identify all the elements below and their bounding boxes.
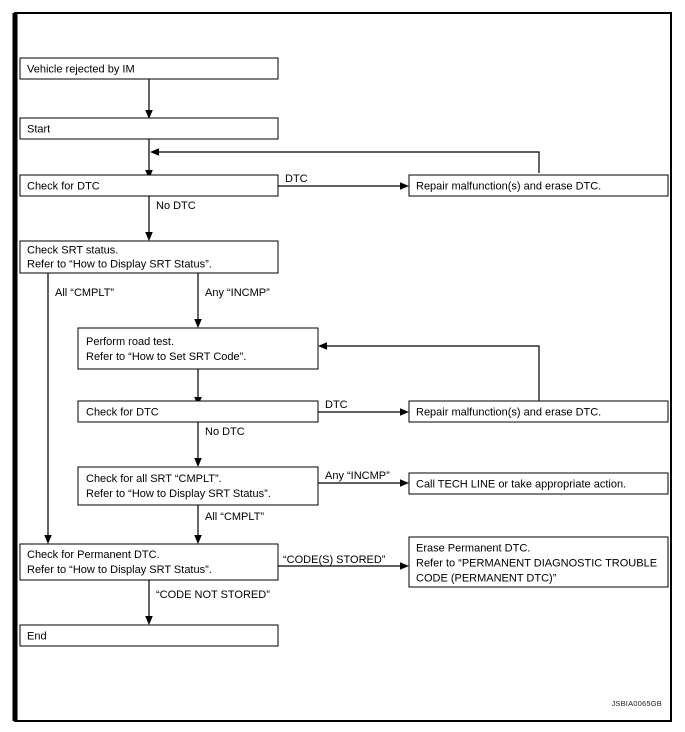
node-repair-2-line1: Repair malfunction(s) and erase DTC.	[416, 406, 601, 418]
edge-label-any-incmp-2: Any “INCMP”	[325, 470, 390, 482]
node-erase-permanent-dtc-line3: CODE (PERMANENT DTC)”	[416, 572, 557, 584]
node-check-dtc-1-line1: Check for DTC	[27, 180, 100, 192]
node-start[interactable]: Start	[19, 117, 279, 140]
figure-frame	[12, 12, 672, 722]
node-check-permanent-dtc[interactable]: Check for Permanent DTC. Refer to “How t…	[19, 543, 279, 581]
node-check-all-srt-line2: Refer to “How to Display SRT Status”.	[86, 488, 271, 500]
node-erase-permanent-dtc-line2: Refer to “PERMANENT DIAGNOSTIC TROUBLE	[416, 557, 657, 569]
node-call-tech-line-line1: Call TECH LINE or take appropriate actio…	[416, 478, 626, 490]
node-check-all-srt-line1: Check for all SRT “CMPLT”.	[86, 473, 222, 485]
node-perform-road-test[interactable]: Perform road test. Refer to “How to Set …	[77, 327, 319, 370]
edge-label-layer: DTC No DTC All “CMPLT” Any “INCMP” DTC N…	[55, 173, 390, 601]
node-check-permanent-dtc-line2: Refer to “How to Display SRT Status”.	[27, 564, 212, 576]
node-repair-1-line1: Repair malfunction(s) and erase DTC.	[416, 180, 601, 192]
edge-label-dtc-2: DTC	[325, 399, 348, 411]
node-end-line1: End	[27, 630, 47, 642]
node-repair-1[interactable]: Repair malfunction(s) and erase DTC.	[408, 174, 669, 197]
node-check-srt-status-line1: Check SRT status.	[27, 244, 118, 256]
node-check-permanent-dtc-line1: Check for Permanent DTC.	[27, 549, 160, 561]
connector-layer	[44, 79, 540, 625]
edge-label-no-dtc-2: No DTC	[205, 426, 245, 438]
node-vehicle-rejected-line1: Vehicle rejected by IM	[27, 63, 135, 75]
node-end[interactable]: End	[19, 624, 279, 647]
node-repair-2[interactable]: Repair malfunction(s) and erase DTC.	[408, 400, 669, 423]
node-erase-permanent-dtc-line1: Erase Permanent DTC.	[416, 542, 530, 554]
edge-label-dtc-1: DTC	[285, 173, 308, 185]
node-check-dtc-2[interactable]: Check for DTC	[77, 400, 319, 423]
node-perform-road-test-line2: Refer to “How to Set SRT Code”.	[86, 351, 246, 363]
node-perform-road-test-line1: Perform road test.	[86, 336, 174, 348]
node-check-srt-status-line2: Refer to “How to Display SRT Status”.	[27, 258, 212, 270]
edge-label-codes-stored: “CODE(S) STORED”	[283, 554, 386, 566]
edge-label-all-cmplt-1: All “CMPLT”	[55, 287, 114, 299]
edge-label-all-cmplt-2: All “CMPLT”	[205, 511, 264, 523]
edge-label-code-not-stored: “CODE NOT STORED”	[156, 589, 270, 601]
node-check-dtc-2-line1: Check for DTC	[86, 406, 159, 418]
edge-label-no-dtc-1: No DTC	[156, 200, 196, 212]
node-start-line1: Start	[27, 123, 50, 135]
node-check-dtc-1[interactable]: Check for DTC	[19, 174, 279, 197]
node-call-tech-line[interactable]: Call TECH LINE or take appropriate actio…	[408, 472, 669, 495]
node-check-srt-status[interactable]: Check SRT status. Refer to “How to Displ…	[19, 240, 279, 274]
node-erase-permanent-dtc[interactable]: Erase Permanent DTC. Refer to “PERMANENT…	[408, 536, 669, 588]
edge-label-any-incmp-1: Any “INCMP”	[205, 287, 270, 299]
node-vehicle-rejected[interactable]: Vehicle rejected by IM	[19, 57, 279, 80]
node-check-all-srt[interactable]: Check for all SRT “CMPLT”. Refer to “How…	[77, 466, 319, 506]
figure-id-label: JSBIA0065GB	[611, 699, 662, 708]
